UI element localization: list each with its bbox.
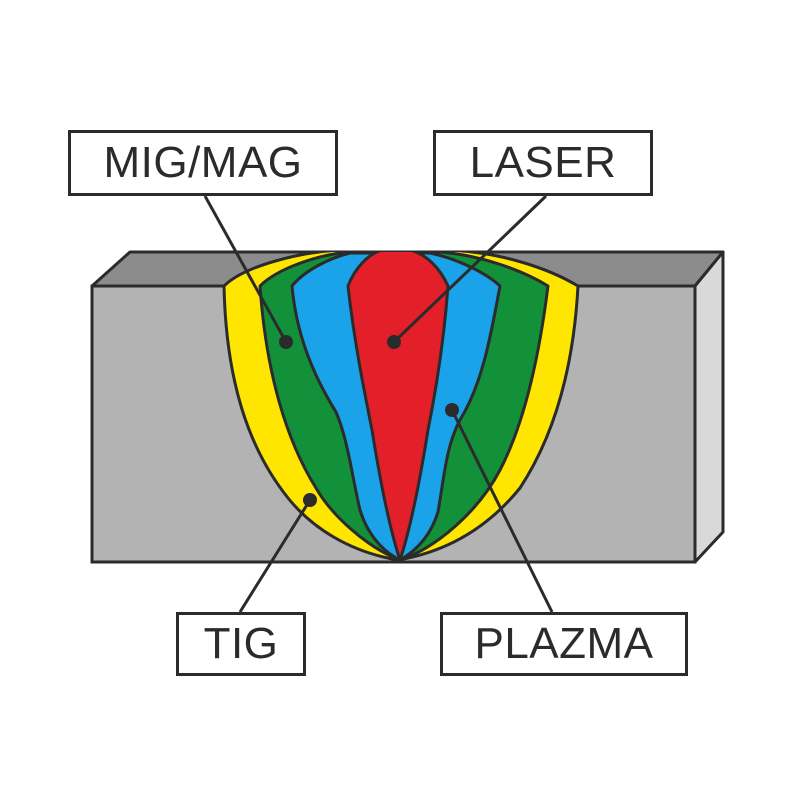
mig-mag-dot	[279, 335, 293, 349]
tig-leader	[238, 499, 312, 613]
tig-label: TIG	[176, 612, 306, 676]
plazma-leader	[450, 409, 554, 613]
mig-mag-leader	[203, 195, 288, 343]
laser-dot	[387, 335, 401, 349]
laser-leader	[392, 194, 548, 344]
plazma-label: PLAZMA	[440, 612, 688, 676]
tig-dot	[303, 493, 317, 507]
mig-mag-label: MIG/MAG	[68, 130, 338, 196]
block-side-face	[693, 250, 725, 564]
laser-zone	[346, 252, 450, 562]
laser-label: LASER	[433, 130, 653, 196]
plazma-dot	[445, 403, 459, 417]
